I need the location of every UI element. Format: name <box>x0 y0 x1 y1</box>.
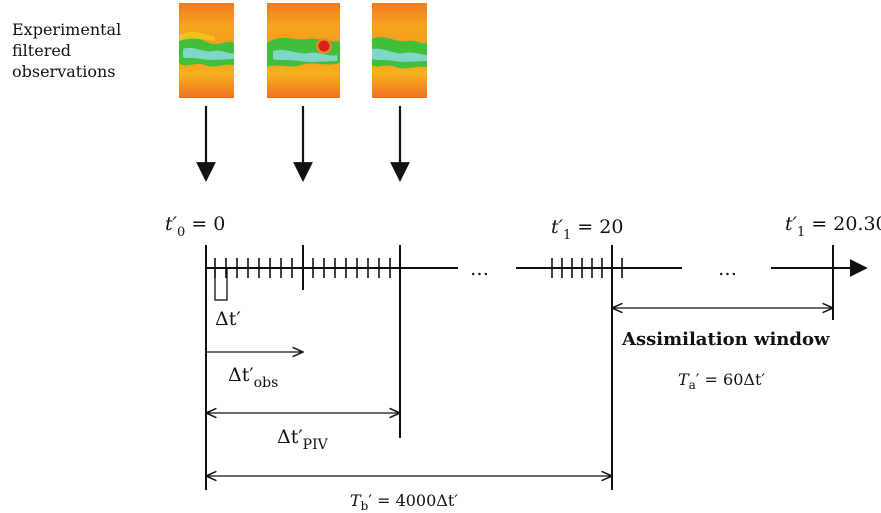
observation-snapshot-1 <box>179 3 234 98</box>
dt-label: Δt′ <box>215 308 241 330</box>
ta-label: Ta′ = 60Δt′ <box>678 370 765 392</box>
observation-snapshot-3 <box>372 3 427 98</box>
t0-label: t′0 = 0 <box>165 213 225 240</box>
observations-label-line-1: Experimental <box>12 20 121 39</box>
ellipsis-2: … <box>718 258 737 280</box>
ellipsis-1: … <box>470 258 489 280</box>
tb-label: Tb′ = 4000Δt′ <box>350 491 458 513</box>
observations-label-line-3: observations <box>12 62 115 81</box>
observations-label-line-2: filtered <box>12 41 71 60</box>
assimilation-window-label: Assimilation window <box>621 329 830 350</box>
observation-snapshot-2 <box>267 3 340 98</box>
major-ticks <box>205 245 834 490</box>
minor-ticks <box>214 258 623 278</box>
dt-piv-label: Δt′PIV <box>277 426 329 453</box>
hot-spot <box>318 40 330 52</box>
dt-box <box>214 267 228 301</box>
t1-end-label: t′1 = 20.30 <box>785 213 881 240</box>
dt-obs-label: Δt′obs <box>228 364 278 391</box>
t1-label: t′1 = 20 <box>551 216 623 243</box>
